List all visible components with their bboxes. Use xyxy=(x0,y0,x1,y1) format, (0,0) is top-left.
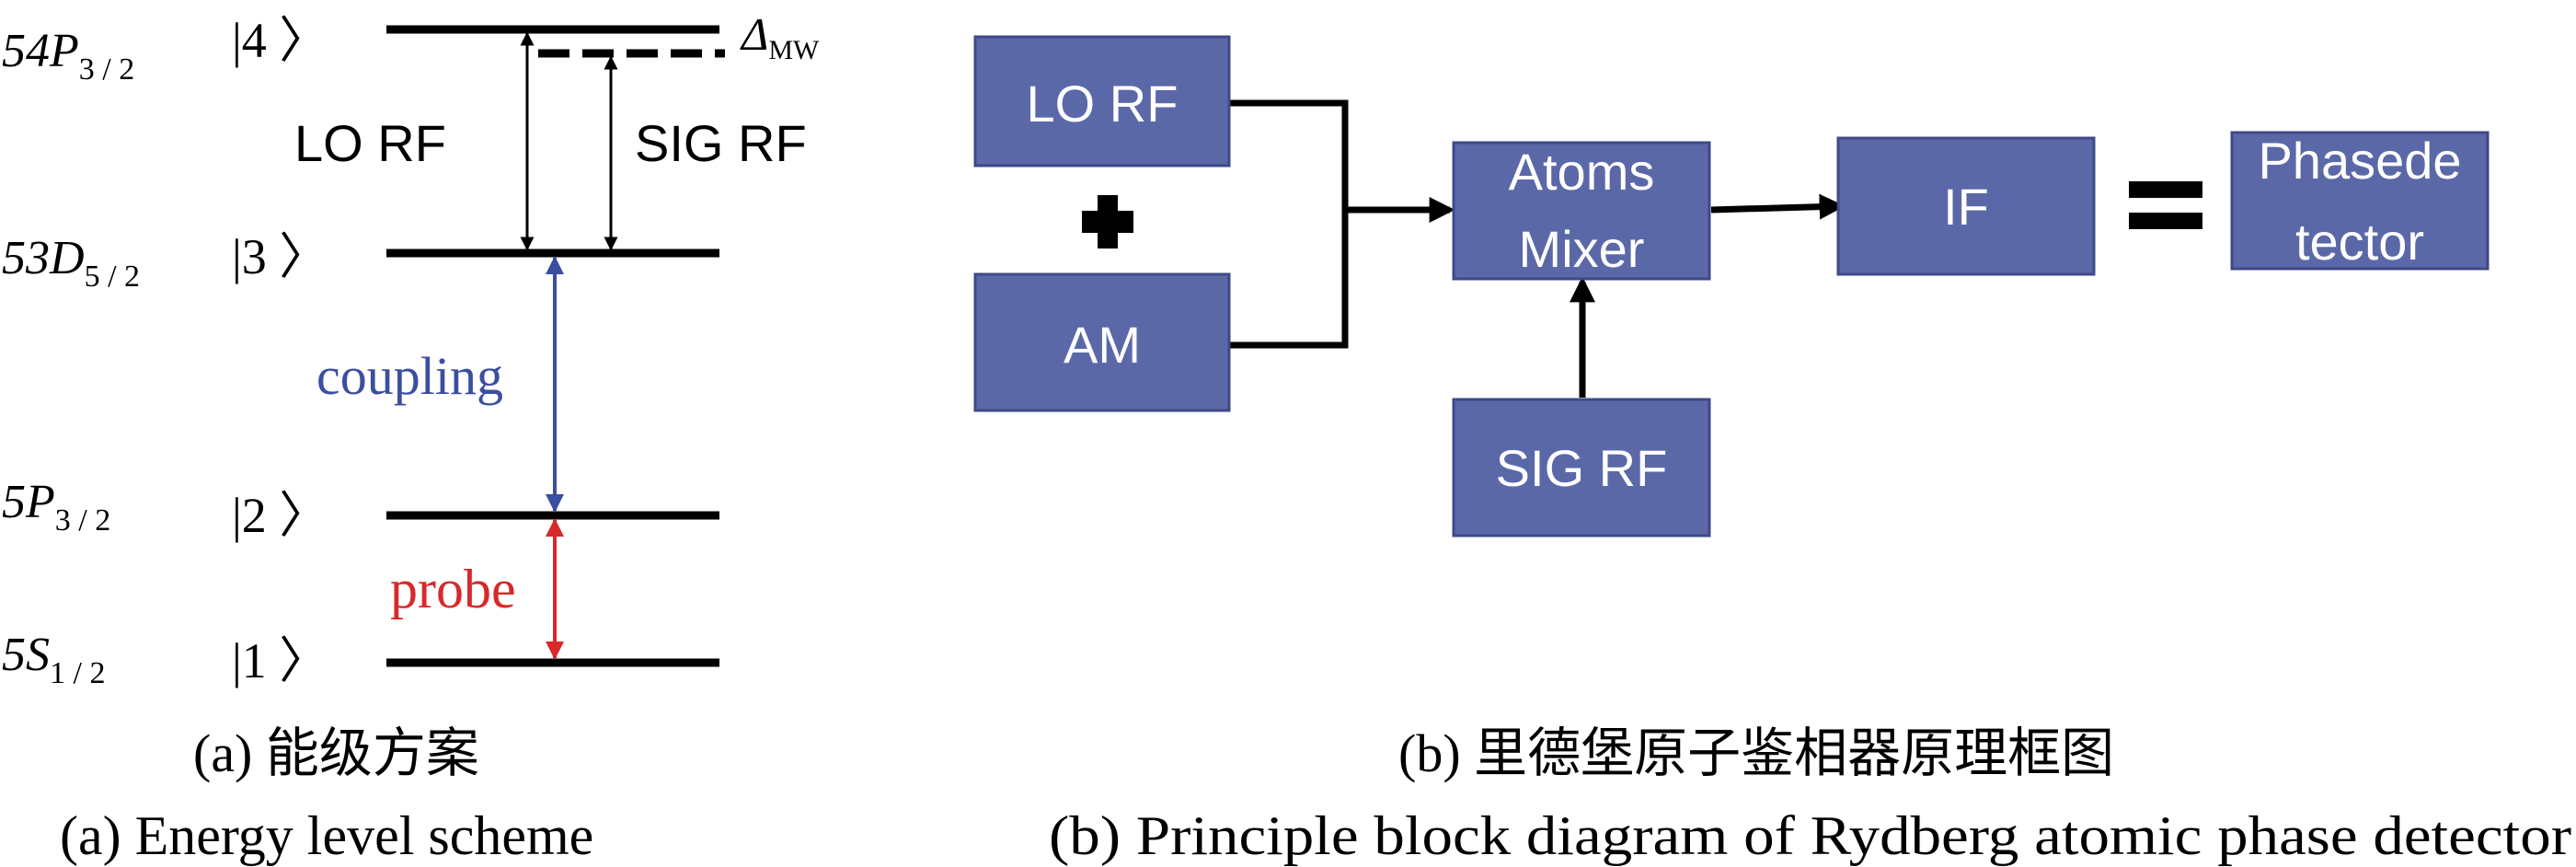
lo-rf-block-label: LO RF xyxy=(1027,75,1179,133)
if-block-label: IF xyxy=(1943,178,1989,236)
detuning-symbol: Δ xyxy=(740,8,768,60)
caption-b-en: (b) Principle block diagram of Rydberg a… xyxy=(1049,805,2571,866)
am-block xyxy=(973,272,1231,412)
detuning-label: ΔMW xyxy=(740,8,820,65)
if-block xyxy=(1836,136,2096,276)
coupling-label: coupling xyxy=(316,346,503,406)
lo-rf-connector xyxy=(1229,99,1349,210)
term-label-level-1: 5S1 / 2 xyxy=(2,629,105,690)
term-main: 5P xyxy=(2,476,55,528)
atoms-mixer-block xyxy=(1452,141,1711,281)
sig-rf-label: SIG RF xyxy=(635,114,807,172)
equals-symbol: = xyxy=(2129,181,2202,229)
term-label-level-4: 54P3 / 2 xyxy=(2,25,134,87)
phase-detector-label-line2: tector xyxy=(2295,213,2424,271)
plus-symbol: + xyxy=(1082,195,1133,249)
ket-level-3: |3 〉 xyxy=(232,229,328,284)
lo-rf-block xyxy=(973,35,1231,168)
atoms-mixer-label-line1: Atoms xyxy=(1509,143,1655,201)
term-sub: 1 / 2 xyxy=(50,656,105,690)
am-block-label: AM xyxy=(1064,316,1141,374)
detuning-subscript: MW xyxy=(768,35,820,65)
term-main: 54P xyxy=(2,25,79,77)
phase-detector-label-line1: Phasede xyxy=(2258,132,2461,190)
lo-rf-label: LO RF xyxy=(294,114,446,172)
term-main: 5S xyxy=(2,629,50,681)
caption-a-cn: (a) 能级方案 xyxy=(193,723,479,783)
term-sub: 3 / 2 xyxy=(79,52,134,87)
ket-level-2: |2 〉 xyxy=(232,488,328,543)
atoms-mixer-label-line2: Mixer xyxy=(1519,220,1645,278)
term-label-level-2: 5P3 / 2 xyxy=(2,476,110,538)
ket-level-1: |1 〉 xyxy=(232,633,328,688)
phase-detector-block xyxy=(2230,131,2490,271)
term-sub: 3 / 2 xyxy=(55,503,110,538)
term-sub: 5 / 2 xyxy=(85,260,140,294)
am-connector xyxy=(1229,210,1349,349)
block-diagram: LO RF + AM Atoms Mixer SIG RF IF = Phase… xyxy=(973,35,2571,866)
sig-rf-block xyxy=(1452,398,1711,538)
probe-label: probe xyxy=(390,559,516,619)
caption-b-cn: (b) 里德堡原子鉴相器原理框图 xyxy=(1398,723,2114,783)
caption-a-en: (a) Energy level scheme xyxy=(60,805,593,866)
if-output-arrow xyxy=(1710,193,1846,220)
sig-rf-block-label: SIG RF xyxy=(1496,439,1668,497)
ket-level-4: |4 〉 xyxy=(232,13,328,68)
term-label-level-3: 53D5 / 2 xyxy=(2,232,140,294)
energy-level-scheme: 54P3 / 2 53D5 / 2 5P3 / 2 5S1 / 2 |4 〉 |… xyxy=(2,8,820,866)
term-main: 53D xyxy=(2,232,85,284)
